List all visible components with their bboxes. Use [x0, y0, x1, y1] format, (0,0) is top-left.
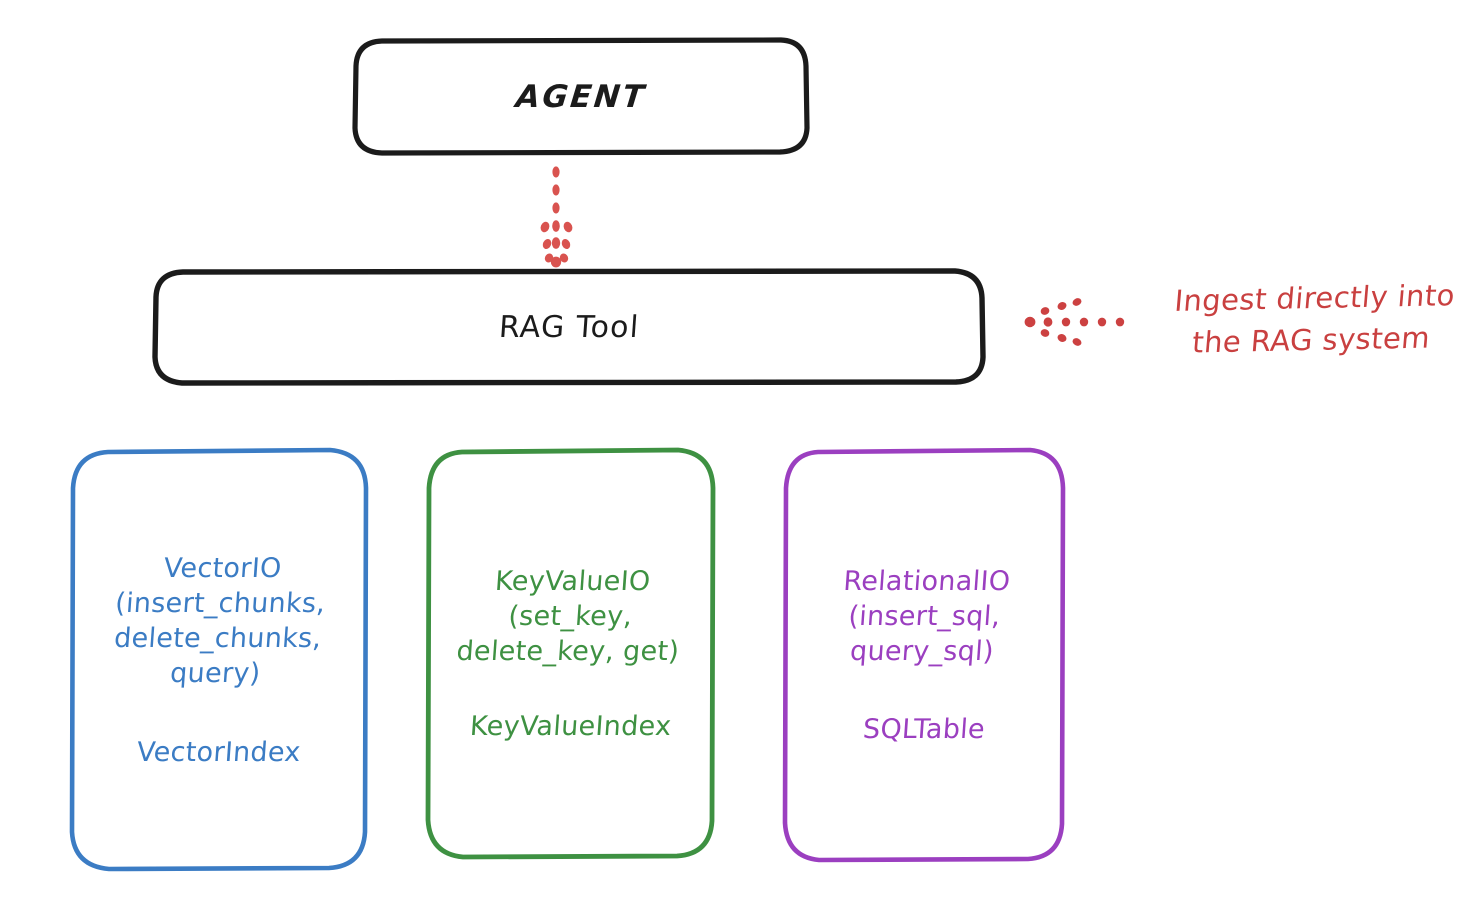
rag-tool-label: RAG Tool — [497, 309, 641, 345]
rag-tool-node[interactable]: RAG Tool — [155, 271, 983, 383]
ingest-annotation-text: Ingest directly into the RAG system — [1173, 278, 1457, 360]
ragtool-box-outline — [152, 268, 986, 386]
agent-label: AGENT — [513, 79, 648, 115]
vector-io-node[interactable]: VectorIO (insert_chunks, delete_chunks, … — [72, 450, 366, 869]
key-value-io-node[interactable]: KeyValueIO (set_key, delete_key, get) Ke… — [428, 450, 713, 856]
key-value-io-box-outline — [425, 447, 716, 860]
agent-node[interactable]: AGENT — [355, 40, 807, 154]
vector-io-title: VectorIO (insert_chunks, delete_chunks, … — [113, 552, 327, 690]
relational-io-title: RelationalIO (insert_sql, query_sql) — [841, 566, 1011, 668]
annotation-to-ragtool-connector-icon — [1024, 298, 1125, 346]
sql-table-label: SQLTable — [861, 713, 987, 745]
vector-io-box-outline — [69, 447, 369, 872]
vector-index-label: VectorIndex — [136, 737, 302, 769]
agent-to-ragtool-connector-icon — [540, 166, 573, 268]
key-value-index-label: KeyValueIndex — [468, 711, 673, 743]
key-value-io-title: KeyValueIO (set_key, delete_key, get) — [455, 565, 681, 668]
relational-io-box-outline — [782, 447, 1066, 863]
agent-box-outline — [352, 37, 810, 156]
relational-io-node[interactable]: RelationalIO (insert_sql, query_sql) SQL… — [785, 450, 1063, 859]
